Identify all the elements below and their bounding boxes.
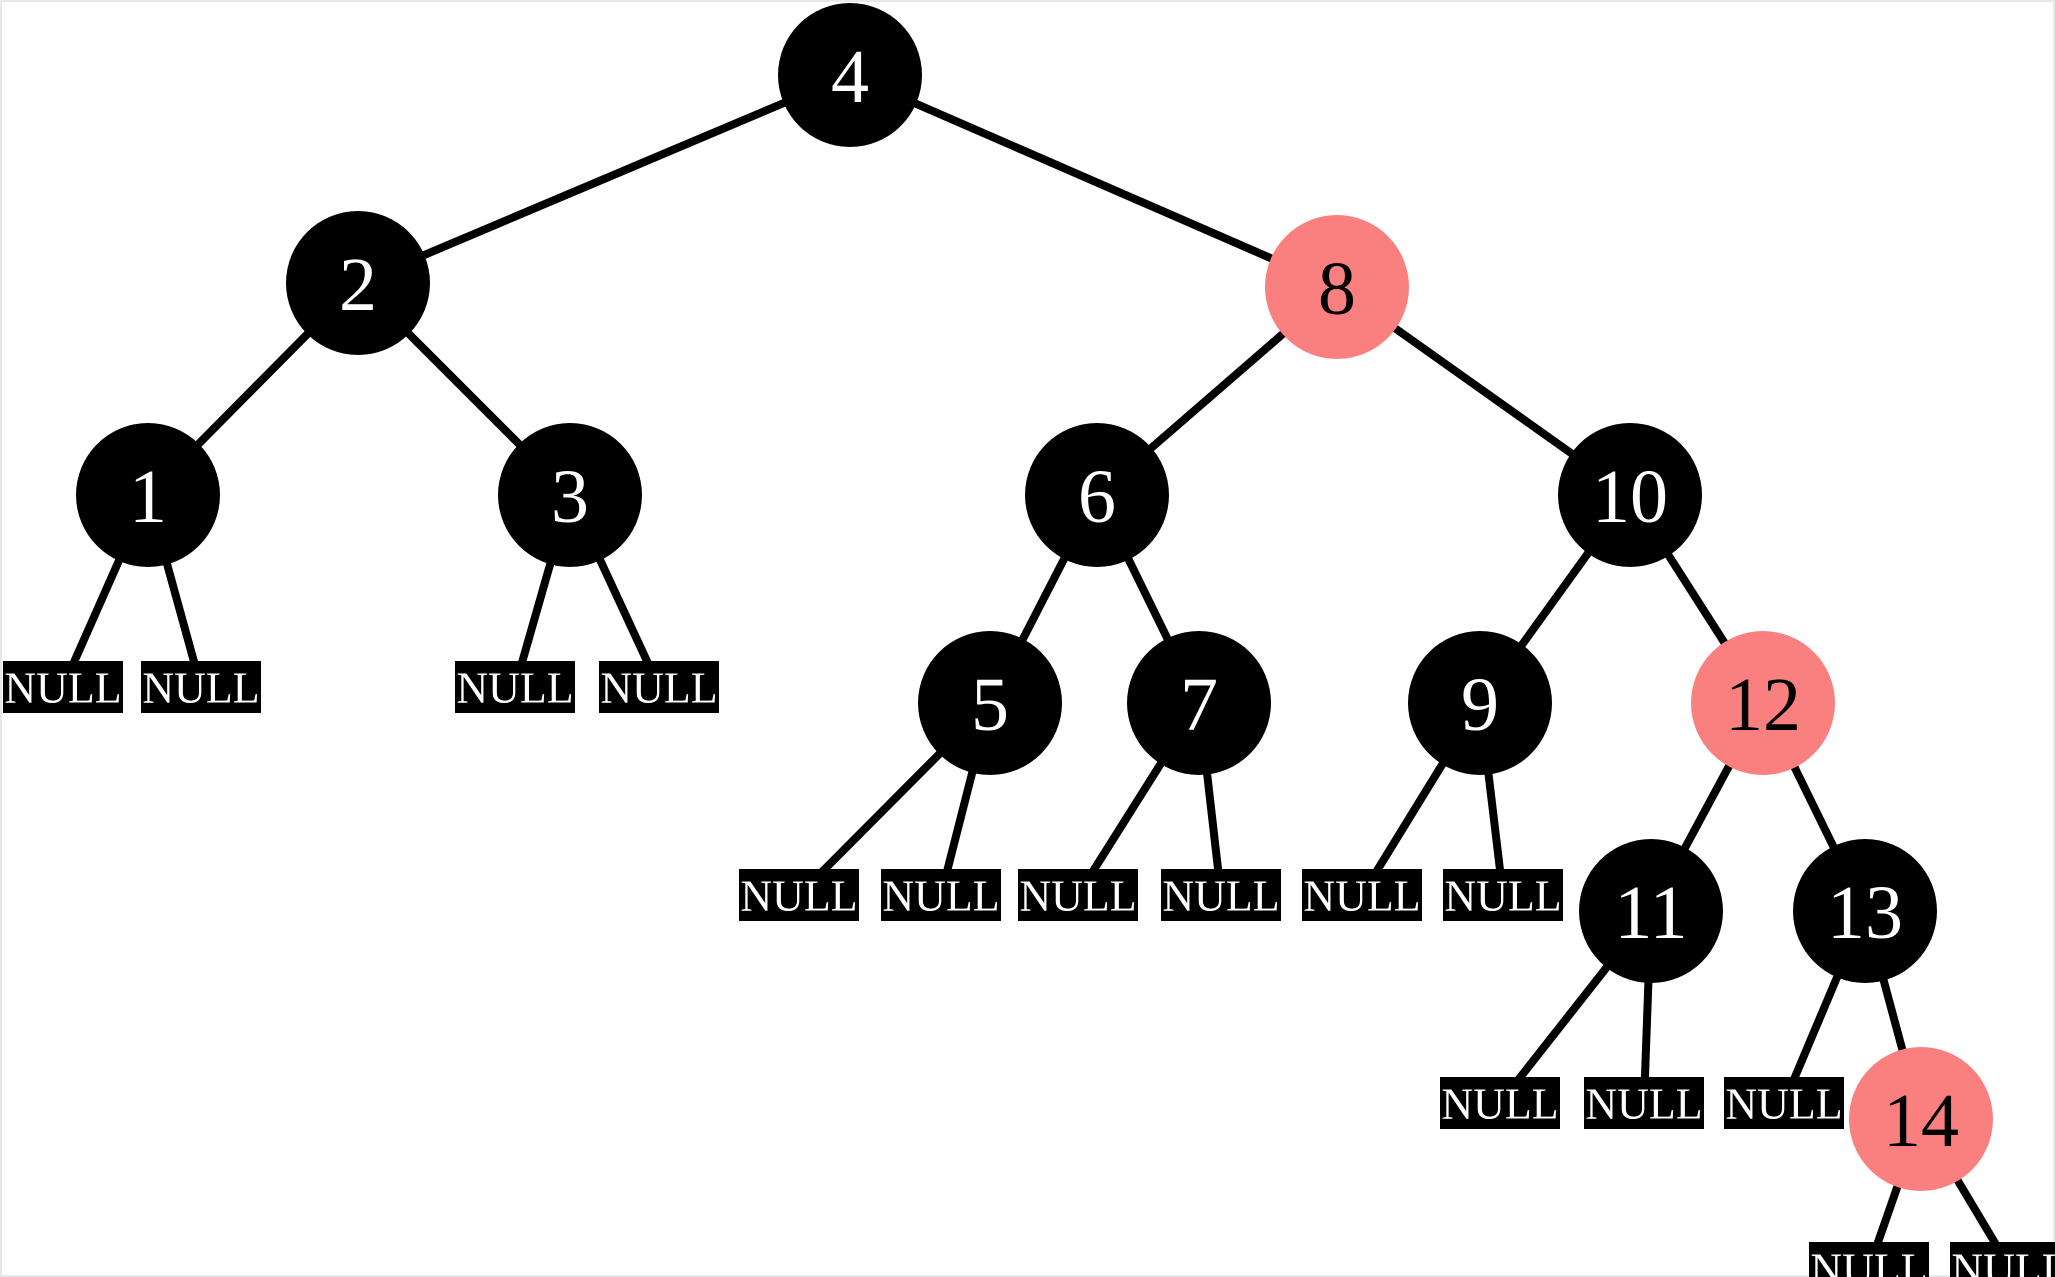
null-leaf: NULL: [881, 869, 1001, 921]
black-node-circle: [1579, 839, 1723, 983]
null-leaf-box: [1161, 869, 1281, 921]
black-node-circle: [1793, 839, 1937, 983]
black-node-circle: [76, 423, 220, 567]
null-leaf-box: [739, 869, 859, 921]
tree-node[interactable]: 4: [778, 3, 922, 147]
tree-edge: [848, 71, 1339, 291]
black-node-circle: [1025, 423, 1169, 567]
tree-node[interactable]: 6: [1025, 423, 1169, 567]
null-leaf: NULL: [1724, 1077, 1844, 1129]
black-node-circle: [1127, 631, 1271, 775]
null-leaf-box: [1440, 1077, 1560, 1129]
node-label: 6: [1078, 455, 1116, 539]
null-leaf: NULL: [1018, 869, 1138, 921]
null-leaf-box: [1724, 1077, 1844, 1129]
null-leaf-label: NULL: [142, 664, 259, 713]
tree-node[interactable]: 1: [76, 423, 220, 567]
node-label: 5: [971, 663, 1009, 747]
tree-node[interactable]: 13: [1793, 839, 1937, 983]
null-leaf-box: [881, 869, 1001, 921]
node-label: 14: [1883, 1079, 1959, 1163]
node-label: 13: [1827, 871, 1903, 955]
null-leaf: NULL: [739, 869, 859, 921]
tree-node[interactable]: 5: [918, 631, 1062, 775]
null-leaf-box: [1950, 1242, 2055, 1277]
node-label: 12: [1725, 663, 1801, 747]
node-label: 8: [1318, 247, 1356, 331]
tree-node[interactable]: 2: [286, 211, 430, 355]
null-leaf-box: [1443, 869, 1563, 921]
black-node-circle: [498, 423, 642, 567]
null-leaf: NULL: [1440, 1077, 1560, 1129]
null-leaf-label: NULL: [1585, 1080, 1702, 1129]
null-leaf: NULL: [141, 661, 261, 713]
null-leaf-box: [1018, 869, 1138, 921]
null-leaf: NULL: [599, 661, 719, 713]
null-leaf-label: NULL: [1444, 872, 1561, 921]
null-leaf-label: NULL: [4, 664, 121, 713]
null-leaf-box: [141, 661, 261, 713]
null-leaf-label: NULL: [740, 872, 857, 921]
null-leaf-box: [1302, 869, 1422, 921]
null-leaf: NULL: [3, 661, 123, 713]
null-leaf: NULL: [1584, 1077, 1704, 1129]
null-leaf: NULL: [1950, 1242, 2055, 1277]
tree-node[interactable]: 7: [1127, 631, 1271, 775]
null-leaf-label: NULL: [1951, 1245, 2055, 1277]
null-leaf-label: NULL: [1441, 1080, 1558, 1129]
null-leaves-layer: NULL NULL NULL NULL NULL NULL NULL NULL NULL NULL…: [3, 661, 2055, 1277]
node-label: 11: [1614, 871, 1687, 955]
null-leaf-label: NULL: [600, 664, 717, 713]
red-node-circle: [1849, 1047, 1993, 1191]
null-leaf: NULL: [1809, 1242, 1929, 1277]
tree-node[interactable]: 11: [1579, 839, 1723, 983]
tree-node[interactable]: 8: [1265, 215, 1409, 359]
tree-node[interactable]: 14: [1849, 1047, 1993, 1191]
tree-edge: [356, 71, 852, 287]
black-node-circle: [778, 3, 922, 147]
node-label: 3: [551, 455, 589, 539]
null-leaf: NULL: [1302, 869, 1422, 921]
null-leaf: NULL: [455, 661, 575, 713]
tree-node[interactable]: 10: [1558, 423, 1702, 567]
tree-node[interactable]: 3: [498, 423, 642, 567]
node-label: 7: [1180, 663, 1218, 747]
black-node-circle: [918, 631, 1062, 775]
null-leaf-box: [3, 661, 123, 713]
node-label: 1: [129, 455, 167, 539]
black-node-circle: [286, 211, 430, 355]
null-leaf: NULL: [1161, 869, 1281, 921]
null-leaf-label: NULL: [1725, 1080, 1842, 1129]
null-leaf-label: NULL: [882, 872, 999, 921]
null-leaf: NULL: [1443, 869, 1563, 921]
null-leaf-label: NULL: [1810, 1245, 1927, 1277]
red-node-circle: [1691, 631, 1835, 775]
null-leaf-box: [599, 661, 719, 713]
tree-node[interactable]: 12: [1691, 631, 1835, 775]
node-label: 4: [831, 35, 869, 119]
null-leaf-box: [1809, 1242, 1929, 1277]
null-leaf-box: [1584, 1077, 1704, 1129]
null-leaf-box: [455, 661, 575, 713]
node-label: 9: [1461, 663, 1499, 747]
null-leaf-label: NULL: [1303, 872, 1420, 921]
null-leaf-label: NULL: [1019, 872, 1136, 921]
black-node-circle: [1408, 631, 1552, 775]
red-node-circle: [1265, 215, 1409, 359]
black-node-circle: [1558, 423, 1702, 567]
node-label: 10: [1592, 455, 1668, 539]
tree-node[interactable]: 9: [1408, 631, 1552, 775]
null-leaf-label: NULL: [1162, 872, 1279, 921]
node-label: 2: [339, 243, 377, 327]
null-leaf-label: NULL: [456, 664, 573, 713]
